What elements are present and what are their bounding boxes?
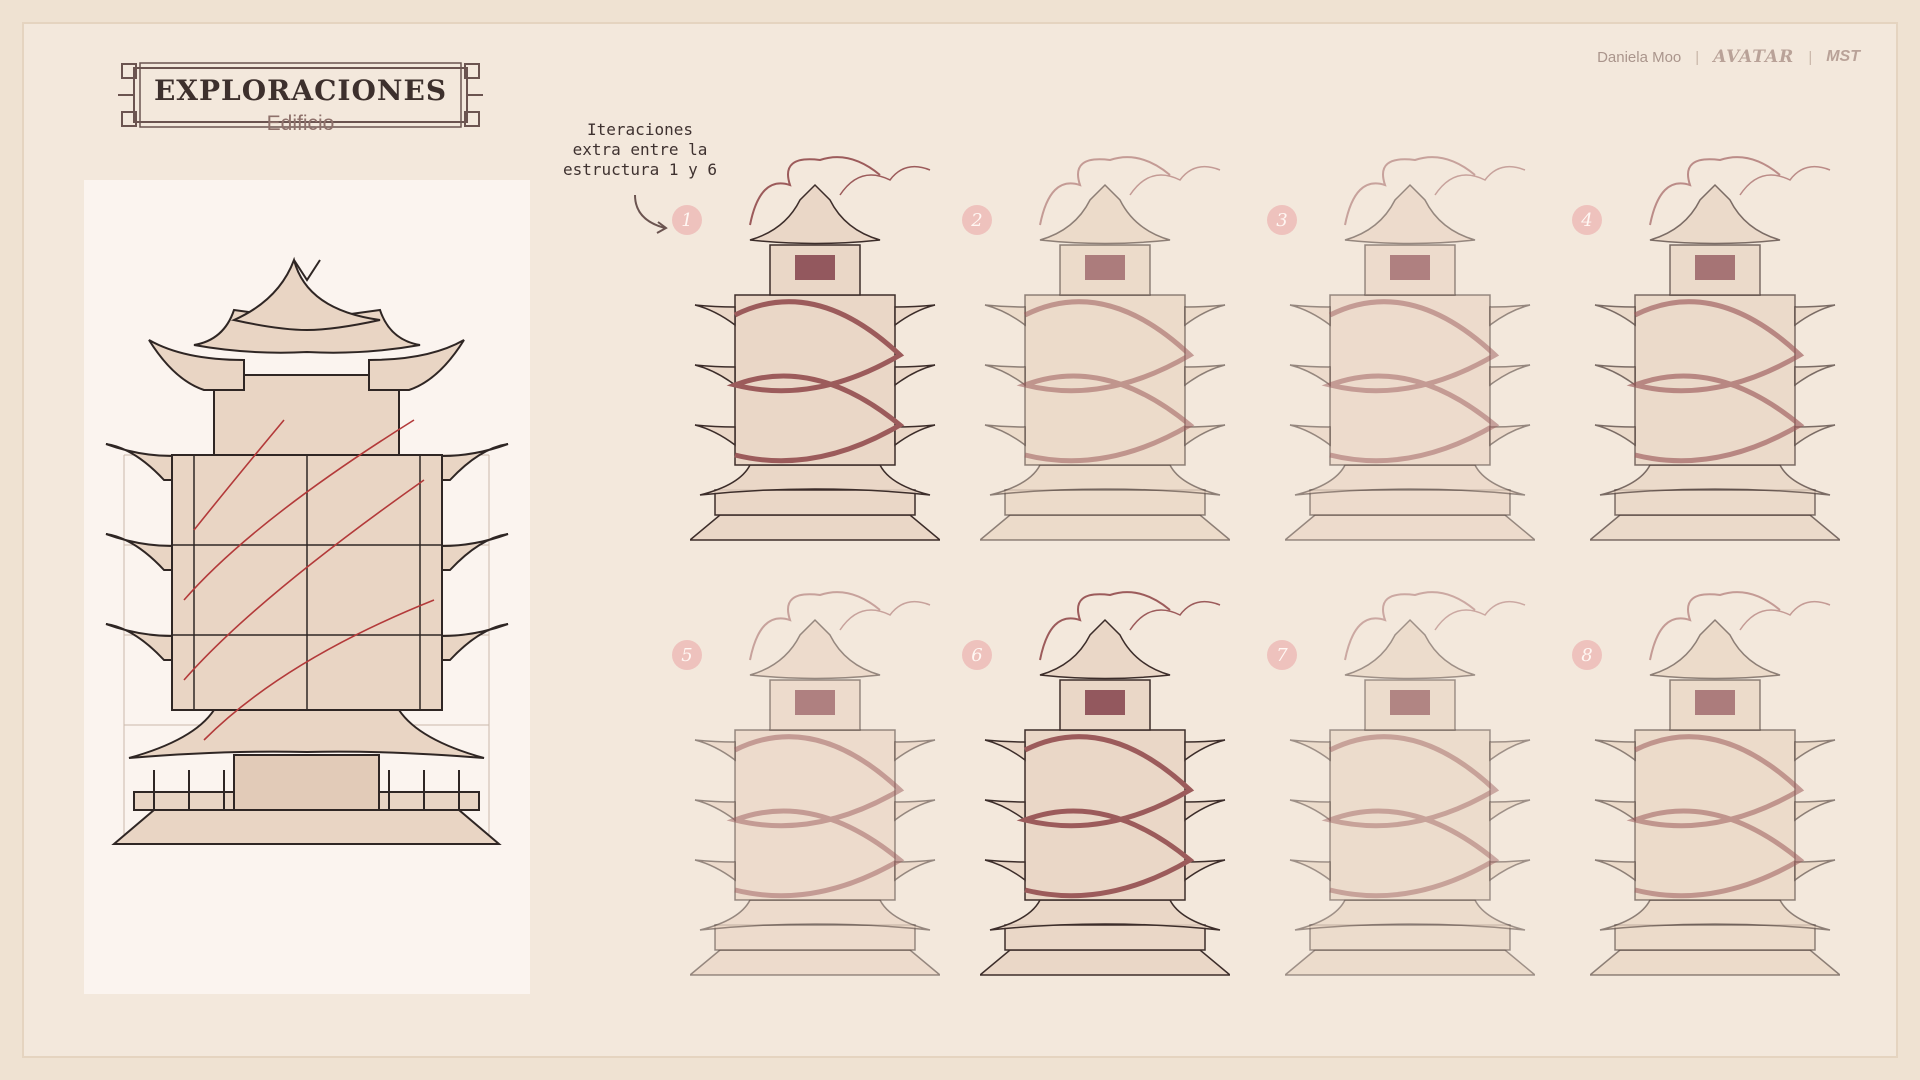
variant-number-badge: 5 [672,640,702,670]
separator: | [1808,48,1813,66]
credits-bar: Daniela Moo | AVATAR | MST [1597,46,1860,68]
title-plaque: EXPLORACIONES Edificio [118,60,483,135]
variant-number-badge: 6 [962,640,992,670]
variant-number-badge: 2 [962,205,992,235]
page-subtitle: Edificio [266,112,335,135]
variant-number-badge: 4 [1572,205,1602,235]
variant-sketch-6: 6 [962,590,1233,990]
variant-sketch-3: 3 [1267,155,1538,555]
plaque-ornament-icon [118,62,483,128]
variant-sketch-4: 4 [1572,155,1843,555]
annotation-line: estructura 1 y 6 [562,160,718,179]
annotation-note: Iteraciones extra entre la estructura 1 … [560,120,720,180]
author-name: Daniela Moo [1597,48,1682,66]
variant-number-badge: 7 [1267,640,1297,670]
separator: | [1695,48,1700,66]
variant-sketch-7: 7 [1267,590,1538,990]
mst-logo-icon: MST [1826,48,1860,65]
variant-number-badge: 1 [672,205,702,235]
annotation-line: extra entre la [572,140,708,159]
variant-sketch-8: 8 [1572,590,1843,990]
variant-sketch-5: 5 [672,590,943,990]
arrow-curved-icon [634,194,668,234]
variant-sketch-2: 2 [962,155,1233,555]
avatar-logo-icon: AVATAR [1713,47,1795,67]
main-building-panel [84,180,530,994]
variant-number-badge: 3 [1267,205,1297,235]
main-building-drawing [105,256,509,845]
page-title: EXPLORACIONES [153,74,448,107]
annotation-line: Iteraciones [587,120,693,139]
variant-number-badge: 8 [1572,640,1602,670]
variant-sketch-1: 1 [672,155,943,555]
